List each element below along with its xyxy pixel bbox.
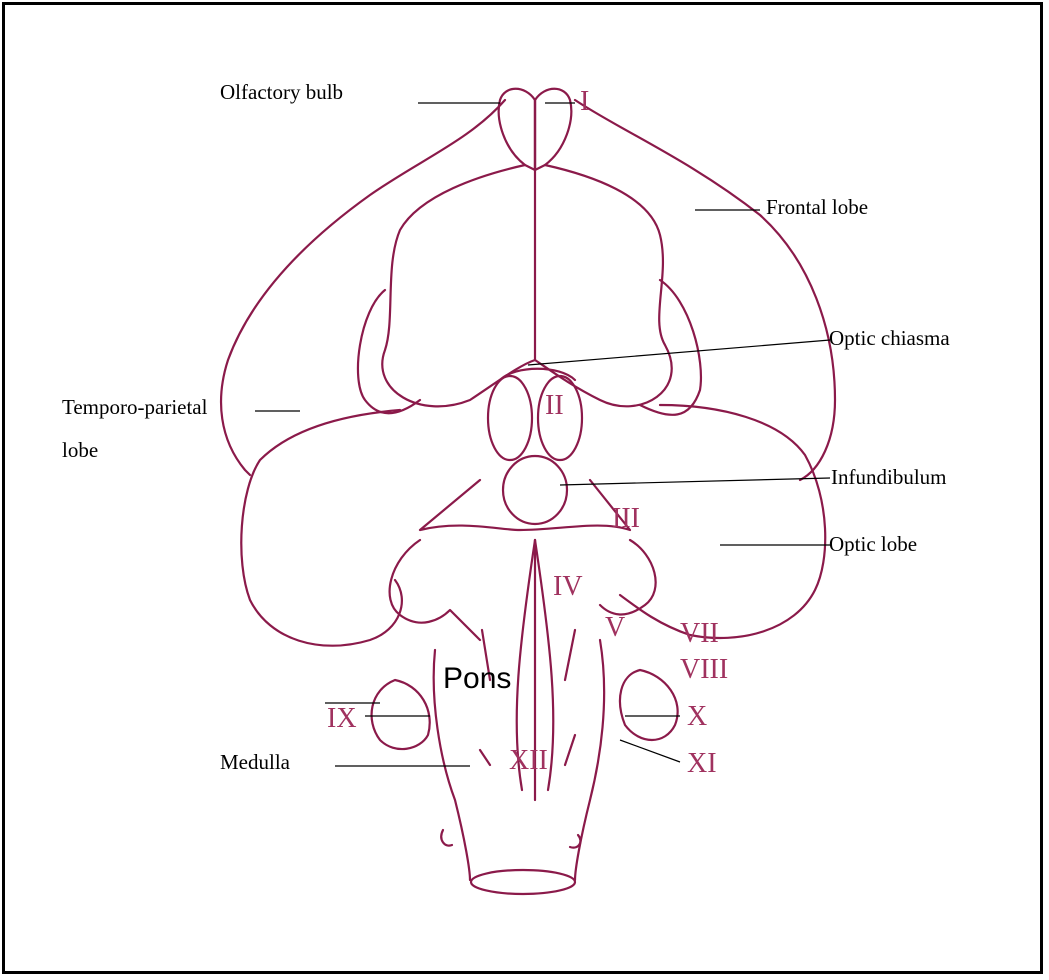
cerebrum-outline [221, 100, 505, 475]
label-infundibulum: Infundibulum [831, 467, 947, 488]
nerve-label-iv: IV [553, 573, 583, 601]
label-olfactory-bulb: Olfactory bulb [220, 82, 343, 103]
nerve-label-viii: VIII [680, 656, 728, 684]
nerve-root-iv-right [565, 630, 575, 680]
nerve-label-xi: XI [687, 750, 717, 778]
pons-outline [390, 540, 480, 640]
label-medulla: Medulla [220, 752, 290, 773]
nerve-root-xii-left [480, 750, 490, 765]
label-optic-lobe: Optic lobe [829, 534, 917, 555]
optic-lobe-left [241, 410, 402, 646]
cerebrum-outline-right [575, 100, 835, 480]
olfactory-bulb-right [535, 89, 571, 170]
leader-xi [620, 740, 680, 762]
temporal-lobe-right [640, 280, 701, 415]
label-temporo-parietal-2: lobe [62, 440, 98, 461]
pons-outline-right [600, 540, 656, 614]
nerve-label-v: V [605, 614, 625, 642]
optic-nerve-left [488, 376, 532, 460]
nerve-root-xii-right [565, 735, 575, 765]
nerve-label-ix: IX [327, 705, 357, 733]
frontal-lobe-left [382, 165, 535, 406]
nerve-label-xii: XII [509, 747, 548, 775]
nerve-label-x: X [687, 703, 707, 731]
label-pons: Pons [443, 664, 511, 694]
lateral-lobule-right [620, 670, 678, 740]
leader-infundibulum [560, 478, 830, 485]
nerve-label-ii: II [545, 392, 564, 420]
optic-lobe-right [620, 405, 825, 638]
label-frontal-lobe: Frontal lobe [766, 197, 868, 218]
nerve-hook-left [441, 830, 452, 846]
spinal-cord-cut [471, 870, 575, 894]
label-temporo-parietal-1: Temporo-parietal [62, 397, 207, 418]
nerve-hook-right [570, 835, 580, 848]
temporal-lobe-left [358, 290, 420, 413]
nerve-label-vii: VII [680, 620, 719, 648]
leader-optic-chiasma [528, 340, 830, 365]
nerve-label-i: I [580, 88, 589, 116]
label-optic-chiasma: Optic chiasma [829, 328, 950, 349]
nerve-label-iii: III [612, 505, 640, 533]
lateral-lobule-left [372, 680, 430, 749]
infundibulum-shape [503, 456, 567, 524]
